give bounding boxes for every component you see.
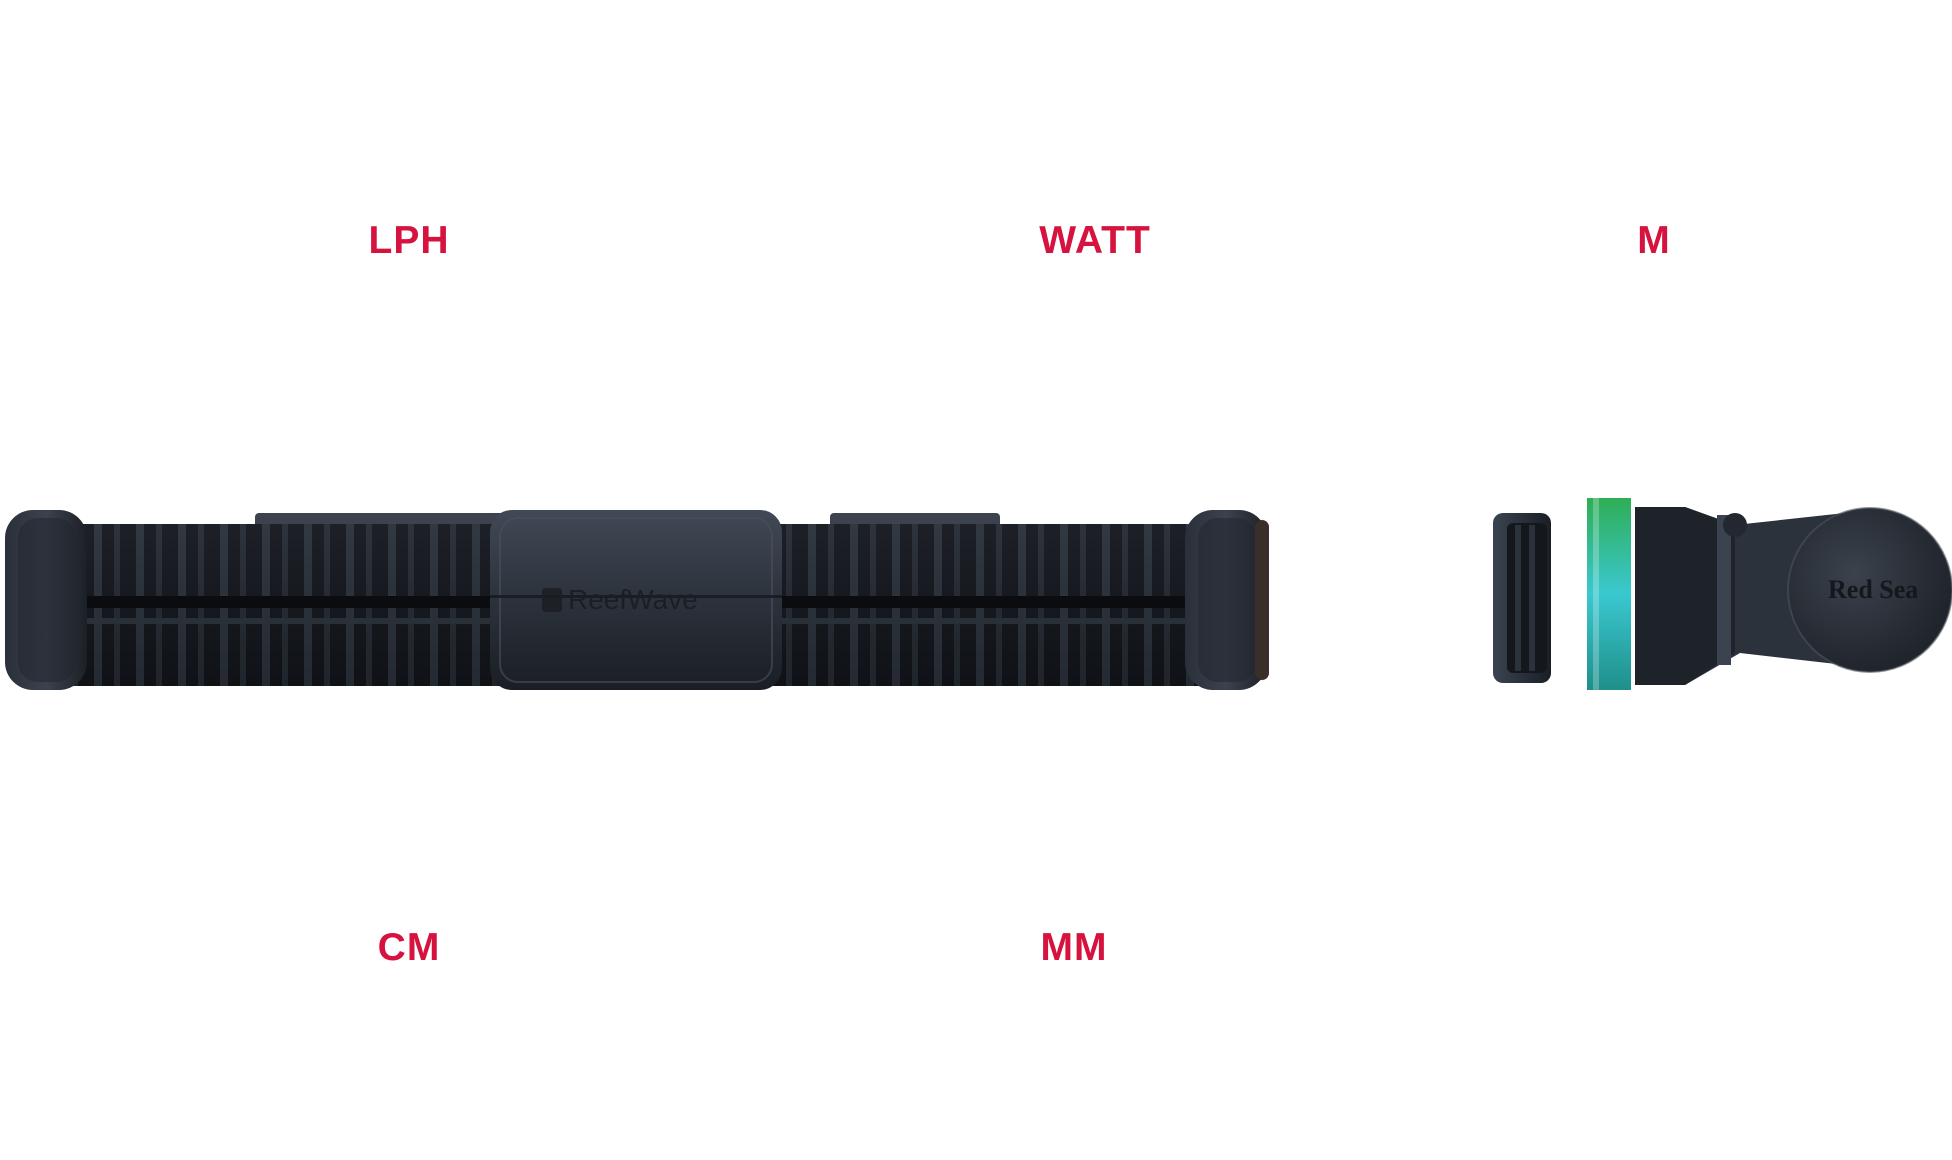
mount-brand-text: Red Sea <box>1828 575 1918 604</box>
length-label: CM <box>377 926 441 969</box>
flow-rate-label: LPH <box>368 219 450 262</box>
magnetic-mount-image: Red Sea <box>1493 498 1952 690</box>
pump-brand-text: ReefWave <box>568 584 698 615</box>
glass-thickness-label: MM <box>1040 926 1108 969</box>
wave-pump-image: ReefWave <box>5 510 1269 690</box>
cable-length-label: M <box>1637 219 1671 262</box>
power-label: WATT <box>1039 219 1151 262</box>
